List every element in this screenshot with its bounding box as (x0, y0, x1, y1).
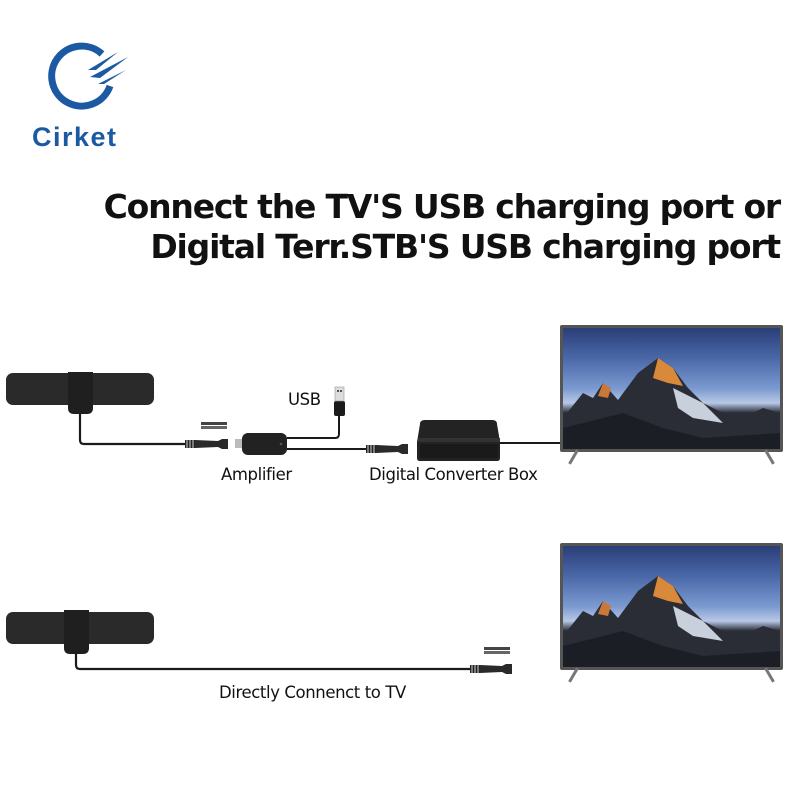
coax-connector-icon (470, 647, 512, 674)
direct-connect-label: Directly Connenct to TV (219, 683, 406, 702)
brand-name: Cirket (32, 122, 118, 152)
direct-setup-diagram (6, 610, 512, 674)
cirket-logo-icon (48, 42, 128, 110)
amplifier-icon (235, 433, 287, 455)
amplified-setup-diagram (6, 372, 562, 461)
amplifier-label: Amplifier (221, 465, 292, 484)
tv-icon (560, 325, 783, 465)
usb-plug-icon (334, 386, 345, 416)
antenna-icon (6, 610, 154, 654)
tv-icon (560, 543, 783, 683)
converter-box-label: Digital Converter Box (369, 465, 538, 484)
digital-converter-box-icon (417, 420, 500, 461)
usb-label: USB (288, 390, 321, 409)
antenna-icon (6, 372, 154, 414)
headline-line-2: Digital Terr.STB'S USB charging port (150, 227, 781, 266)
coax-connector-icon (366, 444, 408, 454)
headline-line-1: Connect the TV'S USB charging port or (103, 187, 782, 226)
coax-connector-icon (185, 422, 228, 449)
